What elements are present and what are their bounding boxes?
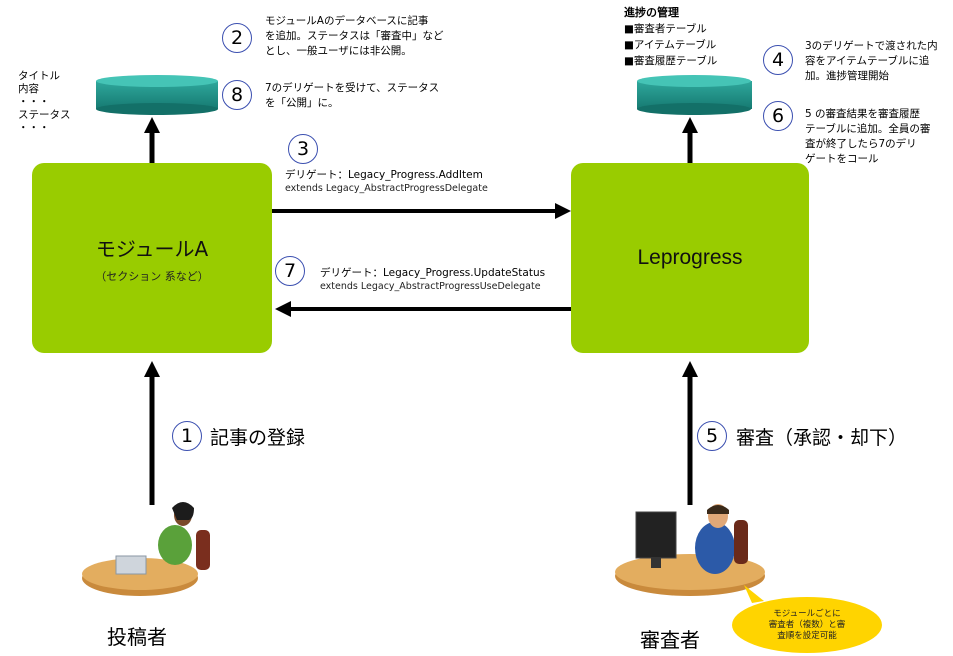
step-6-note: 5 の審査結果を審査履歴 テーブルに追加。全員の審 査が終了したら7のデリ ゲー… (805, 107, 930, 167)
step-3-delegate: デリゲート：Legacy_Progress.AddItem extends Le… (285, 168, 488, 196)
step-7-delegate: デリゲート：Legacy_Progress.UpdateStatus exten… (320, 266, 545, 294)
step-8-note: 7のデリゲートを受けて、ステータス を「公開」に。 (265, 81, 439, 111)
step-2-circle: 2 (222, 23, 252, 53)
database-icon-module-a (96, 75, 218, 115)
bubble-line: 査順を設定可能 (777, 630, 837, 641)
table-review-history: ■審査履歴テーブル (624, 55, 718, 67)
step-8-line: を「公開」に。 (265, 97, 339, 109)
module-a-subtitle: （セクション 系など） (95, 269, 209, 283)
step-5-circle: 5 (697, 421, 727, 451)
step-1-label: 記事の登録 (210, 427, 306, 449)
db-field-content: 内容 (18, 83, 39, 95)
step-4-circle: 4 (763, 45, 793, 75)
arrow-leprogress-to-db (682, 117, 698, 163)
bubble-tail (744, 585, 764, 603)
step-3-delegate-extends: extends Legacy_AbstractProgressDelegate (285, 183, 488, 194)
step-2-line: を追加。ステータスは「審査中」など (265, 30, 444, 42)
arrow-module-to-db (144, 117, 160, 163)
arrow-updatestatus (275, 301, 571, 317)
db-fields: タイトル 内容 ・・・ ステータス ・・・ (18, 70, 71, 135)
step-7-delegate-extends: extends Legacy_AbstractProgressUseDelega… (320, 281, 541, 292)
step-5-label: 審査（承認・却下） (736, 427, 908, 449)
step-3-circle: 3 (288, 134, 318, 164)
db-field-title: タイトル (18, 70, 60, 82)
step-8-line: 7のデリゲートを受けて、ステータス (265, 82, 440, 94)
bubble-line: モジュールごとに (773, 608, 841, 619)
reviewer-note-bubble: モジュールごとに 審査者（複数）と審 査順を設定可能 (732, 597, 882, 653)
table-item: ■アイテムテーブル (624, 39, 717, 51)
progress-management-title: 進捗の管理 (624, 6, 679, 19)
bubble-line: 審査者（複数）と審 (768, 619, 846, 630)
reviewer-illustration (615, 504, 765, 596)
arrow-additem (272, 203, 571, 219)
step-2-line: モジュールAのデータベースに記事 (265, 15, 429, 27)
step-3-delegate-name: デリゲート：Legacy_Progress.AddItem (285, 169, 483, 181)
leprogress-box: Leprogress (571, 163, 809, 353)
db-field-status: ステータス (18, 109, 71, 121)
step-6-line: テーブルに追加。全員の審 (805, 123, 931, 135)
step-2-line: とし、一般ユーザには非公開。 (265, 45, 412, 57)
step-6-line: 査が終了したら7のデリ (805, 138, 917, 150)
step-6-line: ゲートをコール (805, 153, 879, 165)
step-4-line: 容をアイテムテーブルに追 (805, 55, 930, 67)
step-4-line: 3のデリゲートで渡された内 (805, 40, 938, 52)
db-field-ellipsis: ・・・ (18, 122, 50, 134)
poster-illustration (82, 502, 210, 596)
database-icon-leprogress (637, 75, 752, 115)
step-6-circle: 6 (763, 101, 793, 131)
arrow-reviewer-to-leprogress (682, 361, 698, 505)
table-reviewer: ■審査者テーブル (624, 23, 707, 35)
module-a-box: モジュールA （セクション 系など） (32, 163, 272, 353)
step-4-line: 加。進捗管理開始 (805, 70, 889, 82)
step-6-line: 5 の審査結果を審査履歴 (805, 108, 921, 120)
db-field-ellipsis: ・・・ (18, 96, 50, 108)
step-8-circle: 8 (222, 80, 252, 110)
leprogress-title: Leprogress (637, 246, 743, 269)
arrow-poster-to-module (144, 361, 160, 505)
step-4-note: 3のデリゲートで渡された内 容をアイテムテーブルに追 加。進捗管理開始 (805, 39, 938, 84)
poster-label: 投稿者 (107, 625, 167, 649)
step-7-circle: 7 (275, 256, 305, 286)
step-1-circle: 1 (172, 421, 202, 451)
step-7-delegate-name: デリゲート：Legacy_Progress.UpdateStatus (320, 267, 546, 279)
reviewer-label: 審査者 (640, 628, 700, 652)
progress-management: 進捗の管理 ■審査者テーブル ■アイテムテーブル ■審査履歴テーブル (624, 5, 717, 69)
step-2-note: モジュールAのデータベースに記事 を追加。ステータスは「審査中」など とし、一般… (265, 14, 444, 59)
module-a-title: モジュールA (95, 236, 209, 261)
